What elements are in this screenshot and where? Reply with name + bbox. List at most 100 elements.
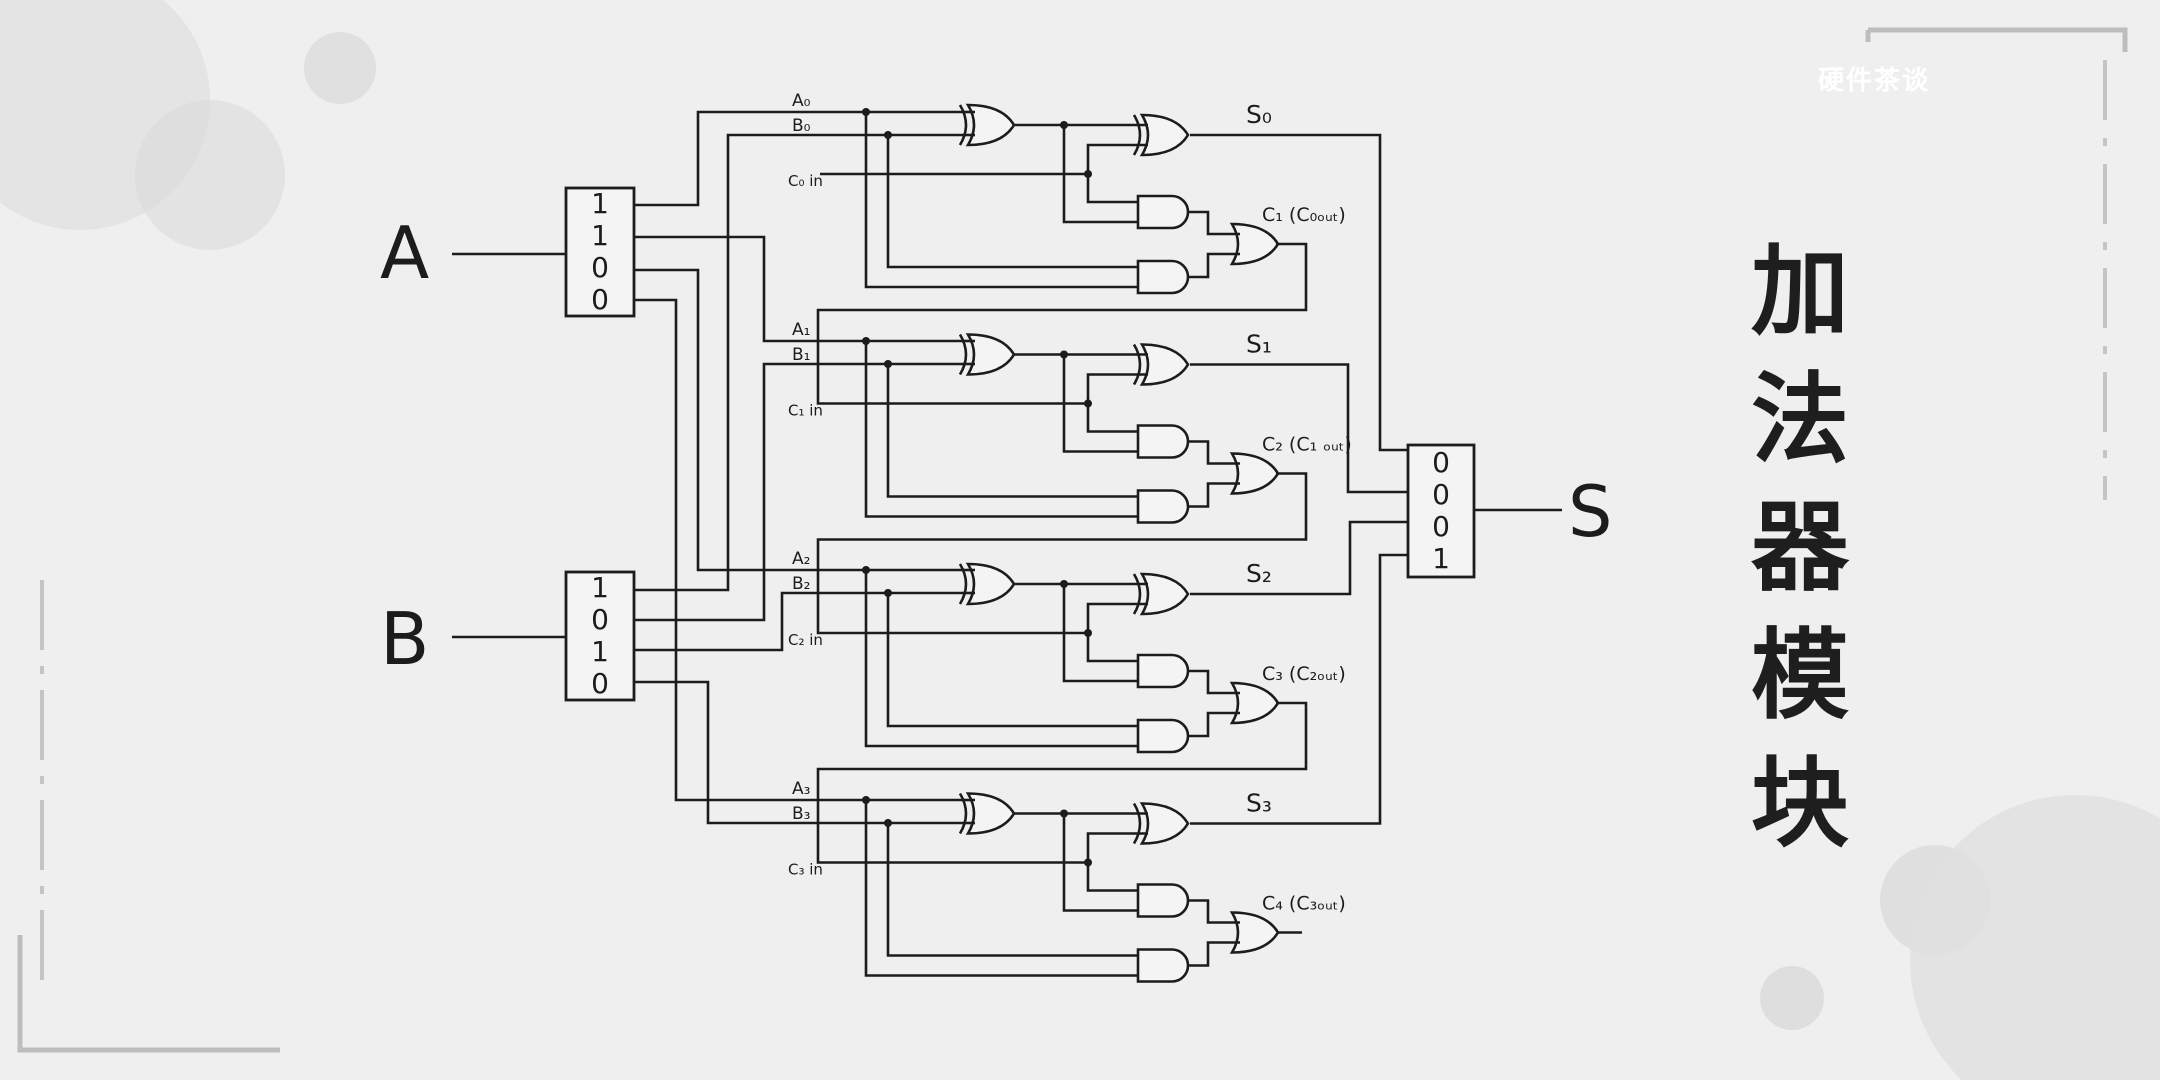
or-gate-carry — [1229, 452, 1280, 495]
deco-circle — [1760, 966, 1824, 1030]
xor-gate-2 — [1139, 113, 1190, 157]
register-b-bit: 0 — [591, 667, 609, 700]
and1-output — [1188, 440, 1240, 465]
corner-bracket-top-right — [1865, 27, 2128, 52]
and2-input-b — [886, 364, 1138, 498]
bus-wire-b — [634, 133, 962, 592]
page-title: 加法器模块 — [1750, 235, 1849, 861]
label-sum-bit: S₂ — [1246, 559, 1272, 588]
or-gate-carry — [1229, 222, 1280, 266]
xor-gate-1 — [965, 333, 1016, 376]
and2-input-b — [886, 593, 1138, 728]
and-gate-2 — [1136, 259, 1190, 295]
label-carry-out: C₂ (C₁ ₒᵤₜ) — [1262, 434, 1352, 456]
label-carry-in: C₁ in — [788, 402, 823, 420]
carry-chain-wire — [816, 472, 1308, 635]
xor-gate-back-curve — [1132, 114, 1142, 156]
label-a-bit: A₁ — [792, 320, 810, 340]
label-carry-out: C₃ (C₂ₒᵤₜ) — [1262, 663, 1346, 685]
xor2-input-2 — [1086, 602, 1148, 633]
junction-dot — [884, 131, 892, 139]
label-b-bit: B₃ — [792, 804, 810, 824]
xor-gate-back-curve — [958, 563, 968, 605]
sum-2-to-register — [1190, 520, 1408, 596]
label-a-bit: A₂ — [792, 549, 810, 569]
junction-dot — [862, 108, 870, 116]
register-b-bit: 0 — [591, 603, 609, 636]
junction-dot — [884, 589, 892, 597]
register-s-bit: 0 — [1432, 478, 1450, 511]
or-gate-carry — [1229, 911, 1280, 954]
and1-output — [1188, 669, 1240, 695]
and1-input-cin — [1086, 403, 1138, 433]
register-s — [1406, 443, 1476, 579]
and-gate-1 — [1136, 194, 1190, 230]
label-b-bit: B₁ — [792, 345, 810, 365]
register-s-bit: 0 — [1432, 446, 1450, 479]
register-b-bit: 1 — [591, 635, 609, 668]
register-b — [564, 570, 636, 702]
register-a-bit: 1 — [591, 187, 609, 220]
bus-wire-b — [634, 591, 962, 652]
xor-gate-back-curve — [958, 333, 968, 376]
label-sum-bit: S₀ — [1246, 100, 1272, 129]
and1-output — [1188, 210, 1240, 236]
xor-gate-1 — [965, 103, 1016, 147]
xor-gate-1 — [965, 562, 1016, 606]
xor-gate-2 — [1139, 343, 1190, 386]
bus-wire-a — [634, 110, 962, 207]
watermark-text: 硬件茶谈 — [1818, 66, 1931, 96]
label-a-bit: A₃ — [792, 779, 810, 799]
xor-gate-back-curve — [958, 104, 968, 146]
sum-1-to-register — [1190, 363, 1408, 494]
junction-dot — [862, 566, 870, 574]
carry-chain-wire — [816, 242, 1308, 405]
label-sum-bit: S₁ — [1246, 330, 1272, 359]
xor-gate-2 — [1139, 572, 1190, 616]
register-a-bit: 0 — [591, 283, 609, 316]
bus-wire-b — [634, 362, 962, 622]
xor-gate-back-curve — [1132, 573, 1142, 615]
register-s-bit: 1 — [1432, 542, 1450, 575]
register-s-bit: 0 — [1432, 510, 1450, 543]
label-carry-in: C₂ in — [788, 631, 823, 649]
and1-output — [1188, 899, 1240, 924]
or-gate-carry — [1229, 681, 1280, 725]
and-gate-2 — [1136, 489, 1190, 524]
and2-output — [1188, 252, 1240, 279]
and2-output — [1188, 711, 1240, 738]
bus-wire-b — [634, 680, 962, 825]
sum-0-to-register — [1190, 133, 1408, 452]
xor2-input-2 — [1086, 832, 1148, 863]
and2-input-b — [886, 823, 1138, 957]
and-gate-1 — [1136, 883, 1190, 918]
xor-gate-back-curve — [958, 792, 968, 835]
and-gate-1 — [1136, 653, 1190, 689]
and2-input-a — [864, 112, 1138, 289]
adder-circuit — [452, 103, 1562, 983]
output-s-label: S — [1568, 471, 1612, 553]
label-carry-in: C₃ in — [788, 861, 823, 879]
and-gate-2 — [1136, 948, 1190, 983]
register-a-bit: 1 — [591, 219, 609, 252]
and1-input-cin — [1086, 633, 1138, 663]
xor2-input-2 — [1086, 143, 1148, 174]
label-carry-in: C₀ in — [788, 172, 823, 190]
input-a-label: A — [380, 211, 429, 295]
label-a-bit: A₀ — [792, 91, 811, 111]
junction-dot — [884, 360, 892, 368]
and-gate-1 — [1136, 424, 1190, 459]
xor-gate-back-curve — [1132, 802, 1142, 845]
deco-circle — [135, 100, 285, 250]
label-b-bit: B₀ — [792, 116, 811, 136]
junction-dot — [884, 819, 892, 827]
and2-output — [1188, 941, 1240, 967]
and2-input-a — [864, 341, 1138, 518]
label-b-bit: B₂ — [792, 574, 810, 594]
register-a-bit: 0 — [591, 251, 609, 284]
label-sum-bit: S₃ — [1246, 789, 1272, 818]
label-carry-out: C₄ (C₃ₒᵤₜ) — [1262, 893, 1346, 915]
